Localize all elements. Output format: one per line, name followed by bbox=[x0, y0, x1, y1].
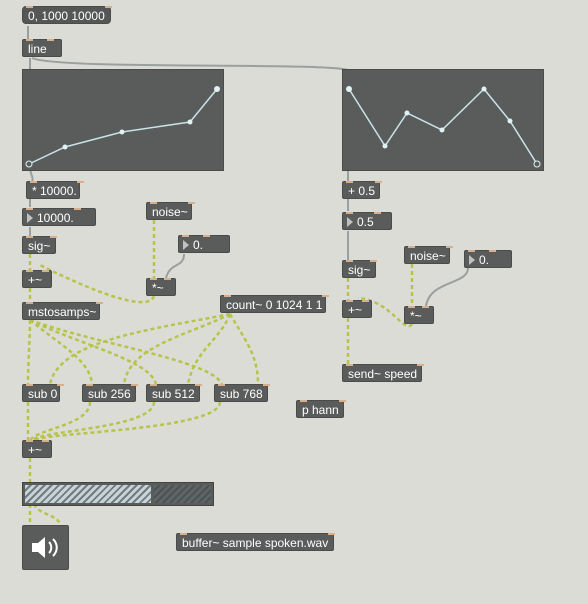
cord-sub512-sum[interactable] bbox=[31, 401, 156, 442]
cord-count-sub0[interactable] bbox=[48, 312, 231, 385]
graph-right-point[interactable] bbox=[439, 127, 445, 133]
graph-right-point[interactable] bbox=[382, 143, 388, 149]
number-arrow-icon bbox=[469, 255, 475, 265]
plus-signal-right[interactable]: +~ bbox=[342, 300, 372, 318]
multiply-noise-left[interactable]: *~ bbox=[146, 278, 176, 296]
multiply-noise-right[interactable]: *~ bbox=[404, 306, 434, 324]
cord-line-graph-right[interactable] bbox=[31, 57, 349, 71]
sub-256-object[interactable]: sub 256 bbox=[82, 384, 138, 402]
function-graph-right[interactable] bbox=[342, 69, 544, 171]
function-graph-left[interactable] bbox=[22, 69, 224, 171]
count-object[interactable]: count~ 0 1024 1 1 bbox=[220, 295, 330, 313]
p-hann-object[interactable]: p hann bbox=[296, 400, 346, 418]
sub-512-object[interactable]: sub 512 bbox=[146, 384, 202, 402]
cord-mul-plus[interactable] bbox=[39, 263, 156, 304]
number-arrow-icon bbox=[27, 213, 33, 223]
ezdac-speaker[interactable] bbox=[22, 525, 69, 570]
graph-left-drawing bbox=[25, 86, 220, 168]
float-number-noise-left[interactable]: 0. bbox=[178, 235, 230, 253]
float-number-left[interactable]: 10000. bbox=[22, 208, 96, 226]
graph-right-drawing bbox=[346, 86, 541, 168]
number-arrow-icon bbox=[183, 240, 189, 250]
graph-left-point[interactable] bbox=[119, 129, 125, 135]
line-object[interactable]: line bbox=[22, 39, 62, 57]
cord-ms-sub256[interactable] bbox=[29, 319, 94, 385]
noise-left-object[interactable]: noise~ bbox=[146, 202, 195, 220]
graph-right-point[interactable] bbox=[507, 118, 513, 124]
add-05-object[interactable]: + 0.5 bbox=[342, 181, 383, 199]
plus-signal-left[interactable]: +~ bbox=[22, 270, 52, 288]
sum-signal-object[interactable]: +~ bbox=[22, 440, 52, 458]
graph-left-point[interactable] bbox=[214, 86, 220, 92]
graph-right-point[interactable] bbox=[404, 110, 410, 116]
cord-num0-mul-left[interactable] bbox=[165, 253, 185, 279]
sig-left-object[interactable]: sig~ bbox=[22, 236, 58, 254]
cord-ms-sub0[interactable] bbox=[26, 319, 32, 385]
cord-mul-plus-r[interactable] bbox=[357, 296, 414, 328]
float-number-noise-right-value: 0. bbox=[479, 253, 490, 267]
graph-right-point[interactable] bbox=[533, 160, 541, 168]
cord-count-sub512[interactable] bbox=[186, 313, 232, 385]
meter-remaining bbox=[154, 485, 211, 503]
range-message[interactable]: 0, 1000 10000 bbox=[22, 6, 112, 24]
speaker-icon bbox=[32, 537, 58, 558]
float-number-noise-right[interactable]: 0. bbox=[464, 250, 512, 268]
graph-left-point[interactable] bbox=[25, 160, 33, 168]
graph-left-line bbox=[28, 88, 218, 165]
level-meter bbox=[22, 482, 214, 506]
multiply-10000-object[interactable]: * 10000. bbox=[26, 181, 84, 199]
cord-sub768-sum[interactable] bbox=[33, 401, 222, 442]
sub-0-object[interactable]: sub 0 bbox=[22, 384, 65, 402]
float-number-right[interactable]: 0.5 bbox=[342, 212, 392, 230]
meter-fill bbox=[25, 485, 151, 503]
graph-right-line bbox=[348, 87, 538, 165]
buffer-object[interactable]: buffer~ sample spoken.wav bbox=[176, 533, 336, 551]
noise-right-object[interactable]: noise~ bbox=[404, 246, 453, 264]
cord-sum-dac-r[interactable] bbox=[32, 503, 62, 526]
sub-768-object[interactable]: sub 768 bbox=[214, 384, 270, 402]
graph-left-point[interactable] bbox=[62, 144, 68, 150]
graph-right-point[interactable] bbox=[481, 86, 487, 92]
cord-count-sub256[interactable] bbox=[122, 312, 231, 385]
graph-right-point[interactable] bbox=[346, 86, 352, 92]
sig-right-object[interactable]: sig~ bbox=[342, 260, 378, 278]
cord-ms-sub512[interactable] bbox=[29, 318, 158, 385]
float-number-right-value: 0.5 bbox=[357, 215, 374, 229]
send-speed-object[interactable]: send~ speed bbox=[342, 364, 425, 382]
float-number-noise-left-value: 0. bbox=[193, 238, 204, 252]
cord-sub256-sum[interactable] bbox=[29, 401, 92, 441]
graph-left-point[interactable] bbox=[187, 119, 193, 125]
cord-count-sub768[interactable] bbox=[228, 313, 260, 385]
cord-num0-mul-right[interactable] bbox=[425, 267, 469, 307]
float-number-left-value: 10000. bbox=[37, 211, 74, 225]
mstosamps-object[interactable]: mstosamps~ bbox=[22, 302, 104, 320]
number-arrow-icon bbox=[347, 217, 353, 227]
